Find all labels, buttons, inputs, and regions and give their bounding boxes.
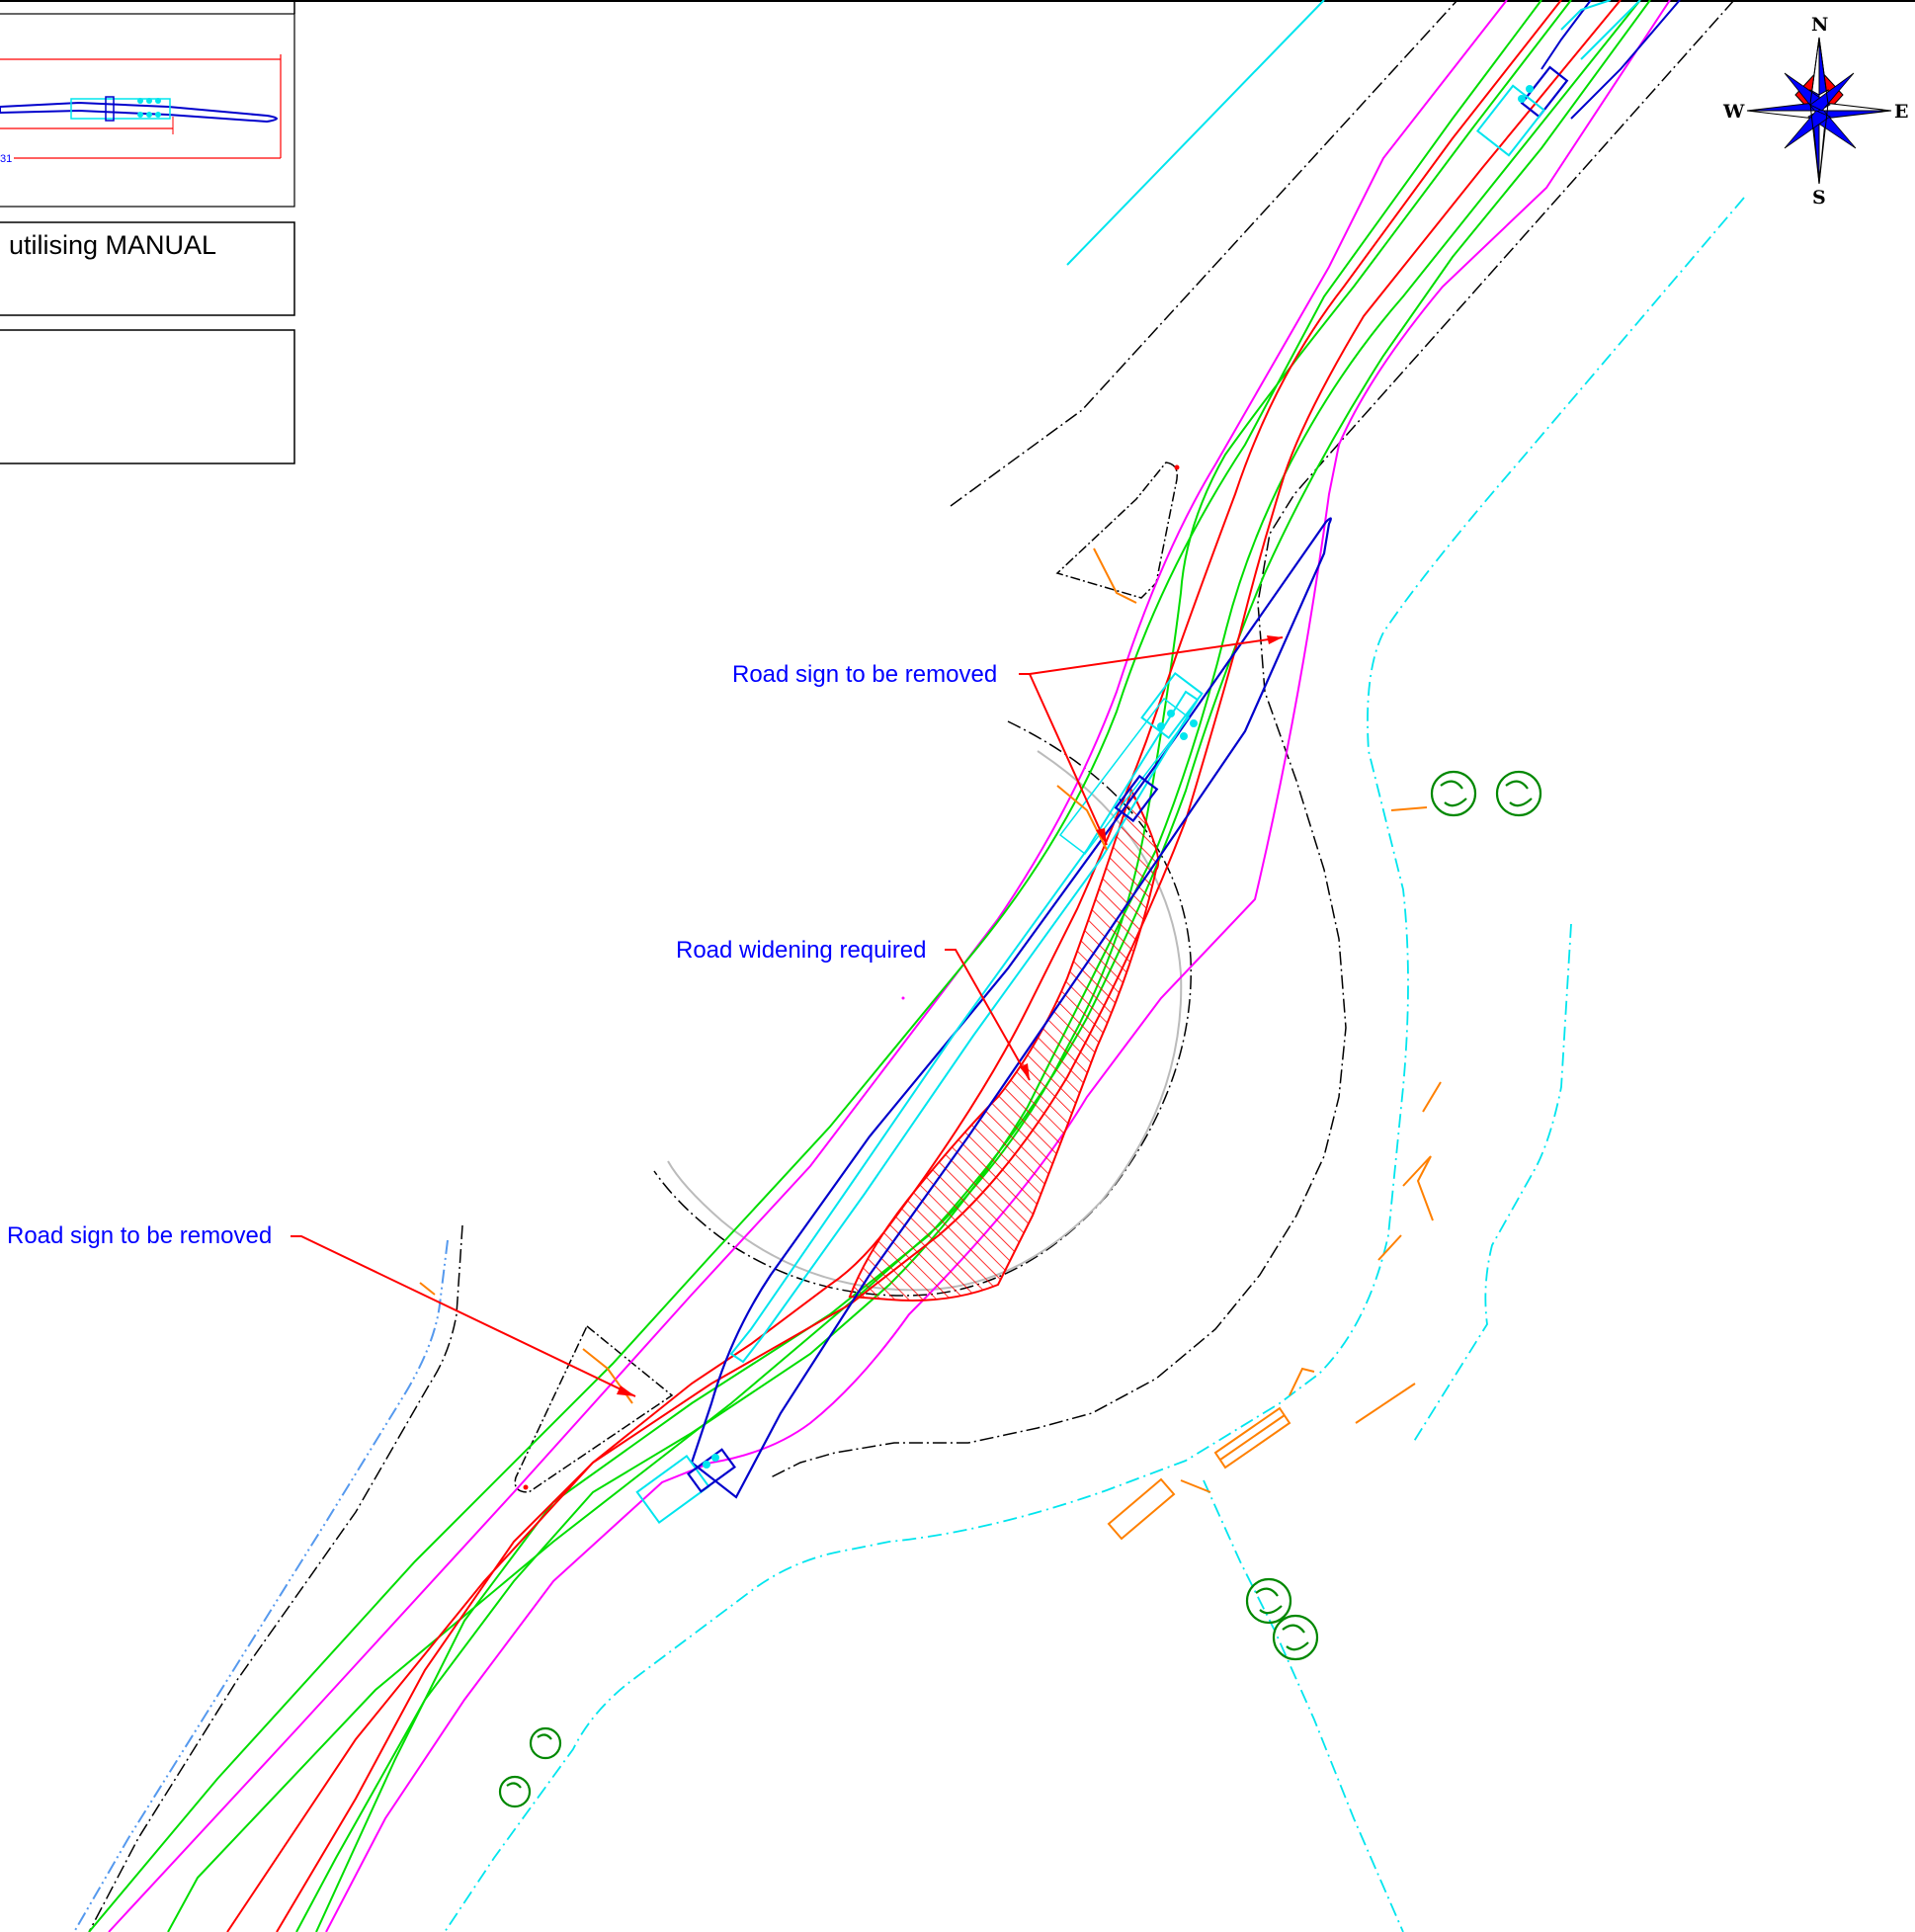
leader-line (291, 1235, 636, 1397)
empty-notes-box (0, 329, 295, 464)
vehicle-cab-lower (687, 1448, 736, 1493)
tree-symbol (1245, 1577, 1292, 1625)
tree-symbol (1495, 770, 1542, 817)
method-note-box (0, 221, 295, 316)
road-geometry (88, 0, 1671, 1932)
compass-north-label: N (1811, 14, 1828, 36)
south-west-ditch (73, 1239, 449, 1932)
road-edge-east (325, 0, 1671, 1932)
road-line-green-2 (167, 0, 1572, 1932)
tree-symbol (498, 1775, 532, 1808)
annotation-text: Road sign to be removed (732, 661, 997, 688)
compass-rose: N E S W (1722, 14, 1908, 209)
inner-curve-boundary (653, 720, 1193, 1297)
tree-symbol (1430, 770, 1477, 817)
leader-line (1029, 673, 1108, 846)
leader-arrowhead (617, 1386, 635, 1396)
far-east-hedge-line (1412, 923, 1572, 1444)
swept-path-outer (690, 517, 1332, 1499)
south-hedge-line (1203, 1479, 1404, 1932)
road-line-green-3 (315, 0, 1651, 1932)
road-line-red-1 (226, 0, 1562, 1932)
east-hedge-line (444, 197, 1745, 1932)
south-west-boundary (88, 1224, 463, 1932)
compass-west-label: W (1722, 101, 1745, 123)
dimension-label: 31 (0, 153, 12, 165)
annotation-road-sign-lower: Road sign to be removed (7, 1222, 636, 1397)
vehicle-outlines (635, 0, 1641, 1524)
leader-arrowhead (1267, 635, 1283, 644)
trees (498, 770, 1542, 1808)
vehicle-swept-path (690, 0, 1681, 1499)
sign-triangle-lower (514, 1324, 674, 1493)
vehicle-rear-bogie (1058, 697, 1191, 856)
gate-symbol (1107, 1477, 1176, 1541)
tree-symbol (1272, 1614, 1319, 1661)
legend-panel: 31 utilising MANUAL (0, 0, 295, 464)
swept-path-upper-return (1540, 0, 1592, 70)
leader-line (945, 949, 1031, 1081)
road-edge-west (108, 0, 1508, 1932)
vehicle-trailer-lower (635, 1455, 710, 1524)
vehicle-profile (0, 101, 278, 124)
method-note-text: utilising MANUAL (9, 230, 216, 260)
gate-symbol (1213, 1406, 1291, 1470)
vehicle-diagram-box (0, 13, 295, 208)
road-line-red-2 (276, 0, 1622, 1932)
vehicle-trailer-mid (1140, 672, 1204, 739)
road-widening-hatch-area (848, 788, 1160, 1302)
leader-arrowhead (1020, 1063, 1030, 1080)
leader-arrowhead (1096, 828, 1107, 845)
north-west-boundary (950, 0, 1458, 507)
annotation-road-sign-upper: Road sign to be removed (732, 635, 1284, 846)
annotation-text: Road widening required (676, 937, 927, 964)
tree-symbol (529, 1726, 562, 1760)
compass-east-label: E (1894, 101, 1908, 123)
fence-markers (419, 547, 1442, 1541)
road-line-green-1 (88, 0, 1542, 1932)
annotation-text: Road sign to be removed (7, 1222, 272, 1249)
site-boundaries (73, 0, 1745, 1932)
vehicle-trailer-upper (1475, 84, 1546, 157)
vehicle-body-main (729, 690, 1200, 1364)
cyan-reference-line (1066, 0, 1325, 266)
compass-south-label: S (1812, 187, 1826, 209)
vehicle-cab-mid (1114, 774, 1159, 823)
survey-points (523, 464, 1180, 1490)
road-line-green-4 (295, 0, 1641, 1932)
vehicle-cab-upper (1520, 65, 1569, 119)
annotation-road-widening: Road widening required (676, 937, 1031, 1081)
grey-outline (667, 750, 1183, 1292)
sign-triangle-upper (1055, 462, 1178, 599)
leader-line (1019, 636, 1284, 675)
